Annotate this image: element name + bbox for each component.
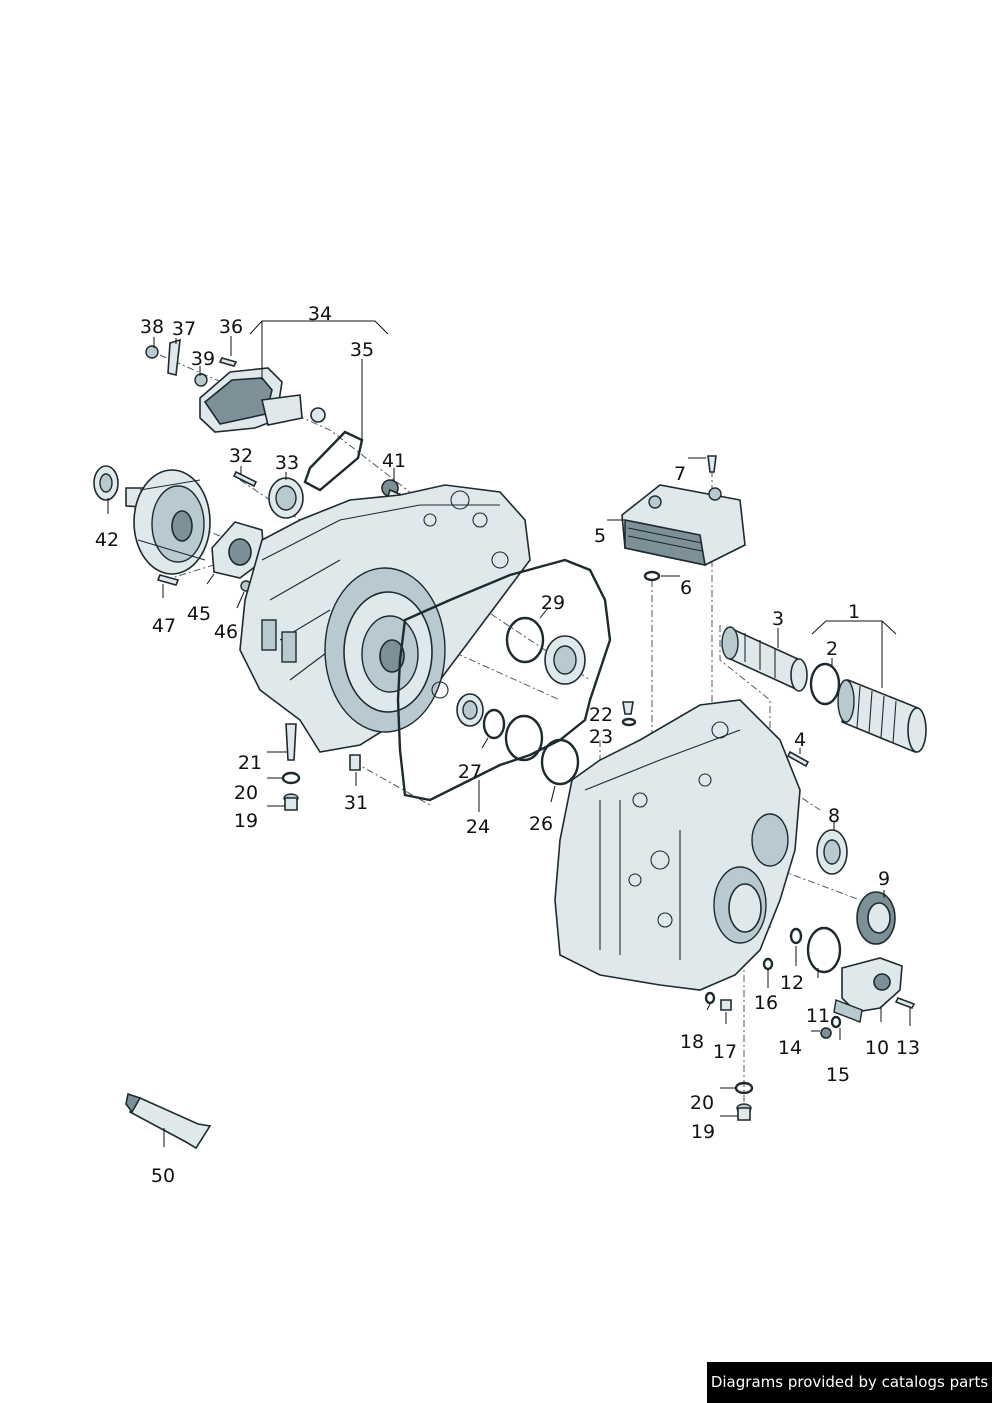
ring-18 bbox=[704, 991, 716, 1005]
callout-14: 14 bbox=[778, 1037, 802, 1059]
bolt-4 bbox=[786, 750, 810, 768]
credit-banner: Diagrams provided by catalogs parts bbox=[707, 1362, 992, 1403]
washer-20-left bbox=[281, 771, 301, 785]
callout-23: 23 bbox=[589, 726, 613, 748]
transmission-housing-right bbox=[554, 699, 801, 991]
callout-16: 16 bbox=[754, 992, 778, 1014]
oil-cooler-5 bbox=[621, 484, 746, 567]
plug-14 bbox=[820, 1027, 832, 1039]
ring-27b bbox=[504, 714, 544, 762]
ring-29 bbox=[505, 616, 545, 664]
o-ring-12b bbox=[806, 926, 842, 974]
callout-19-left: 19 bbox=[234, 810, 258, 832]
callout-39: 39 bbox=[191, 348, 215, 370]
callout-20-right: 20 bbox=[690, 1092, 714, 1114]
callout-29: 29 bbox=[541, 592, 565, 614]
callout-20-left: 20 bbox=[234, 782, 258, 804]
o-ring-12a bbox=[789, 927, 803, 945]
callout-37: 37 bbox=[172, 318, 196, 340]
gasket-35 bbox=[303, 430, 364, 492]
bolt-47 bbox=[156, 574, 180, 586]
filter-element-3 bbox=[721, 626, 808, 692]
bolt-13 bbox=[894, 996, 916, 1010]
callout-41: 41 bbox=[382, 450, 406, 472]
callout-8: 8 bbox=[828, 805, 840, 827]
o-ring-23 bbox=[621, 717, 637, 727]
callout-6: 6 bbox=[680, 577, 692, 599]
pin-31 bbox=[349, 754, 361, 771]
drive-gear-42 bbox=[93, 465, 211, 575]
callout-27: 27 bbox=[458, 761, 482, 783]
callout-34: 34 bbox=[308, 303, 332, 325]
callout-11: 11 bbox=[806, 1005, 830, 1027]
callout-46: 46 bbox=[214, 621, 238, 643]
callout-7: 7 bbox=[674, 463, 686, 485]
callout-36: 36 bbox=[219, 316, 243, 338]
callout-26: 26 bbox=[529, 813, 553, 835]
callout-10: 10 bbox=[865, 1037, 889, 1059]
plug-19-right bbox=[736, 1103, 752, 1121]
callout-38: 38 bbox=[140, 316, 164, 338]
plug-17 bbox=[720, 999, 732, 1011]
callout-24: 24 bbox=[466, 816, 490, 838]
callout-5: 5 bbox=[594, 525, 606, 547]
callout-33: 33 bbox=[275, 452, 299, 474]
bolt-7 bbox=[707, 455, 717, 473]
cover-assembly-34 bbox=[145, 338, 326, 433]
callout-50: 50 bbox=[151, 1165, 175, 1187]
callout-35: 35 bbox=[350, 339, 374, 361]
callout-12: 12 bbox=[780, 972, 804, 994]
screw-21 bbox=[285, 723, 297, 761]
callout-9: 9 bbox=[878, 868, 890, 890]
plug-19-left bbox=[283, 793, 299, 811]
callout-42: 42 bbox=[95, 529, 119, 551]
callout-3: 3 bbox=[772, 608, 784, 630]
ring-26 bbox=[540, 738, 580, 786]
o-ring-6 bbox=[643, 570, 661, 582]
callout-2: 2 bbox=[826, 638, 838, 660]
callout-21: 21 bbox=[238, 752, 262, 774]
callout-22: 22 bbox=[589, 704, 613, 726]
callout-17: 17 bbox=[713, 1041, 737, 1063]
actuator-10 bbox=[833, 957, 903, 1023]
callout-45: 45 bbox=[187, 603, 211, 625]
seal-33 bbox=[268, 477, 304, 519]
o-ring-16 bbox=[762, 957, 774, 971]
callout-32: 32 bbox=[229, 445, 253, 467]
sealant-tube-50 bbox=[125, 1092, 212, 1150]
callout-47: 47 bbox=[152, 615, 176, 637]
callout-labels: 1 2 3 4 5 6 7 8 9 10 11 12 13 14 15 16 1… bbox=[95, 303, 920, 1187]
callout-31: 31 bbox=[344, 792, 368, 814]
bearing-29b bbox=[544, 635, 586, 685]
o-ring-2 bbox=[809, 662, 841, 706]
callout-18: 18 bbox=[680, 1031, 704, 1053]
ring-27 bbox=[482, 708, 506, 740]
seal-8 bbox=[816, 829, 848, 875]
callout-1: 1 bbox=[848, 601, 860, 623]
leader-lines bbox=[107, 320, 911, 1147]
callout-4: 4 bbox=[794, 729, 806, 751]
bearing-left bbox=[456, 693, 484, 727]
filter-housing-1 bbox=[837, 678, 927, 754]
seal-9 bbox=[856, 891, 896, 945]
gasket-24 bbox=[396, 558, 612, 802]
callout-19-right: 19 bbox=[691, 1121, 715, 1143]
ring-15 bbox=[830, 1015, 842, 1029]
bolt-32 bbox=[232, 470, 258, 488]
callout-15: 15 bbox=[826, 1064, 850, 1086]
transmission-housing-left bbox=[239, 484, 531, 753]
breather-22 bbox=[622, 701, 634, 715]
callout-13: 13 bbox=[896, 1037, 920, 1059]
